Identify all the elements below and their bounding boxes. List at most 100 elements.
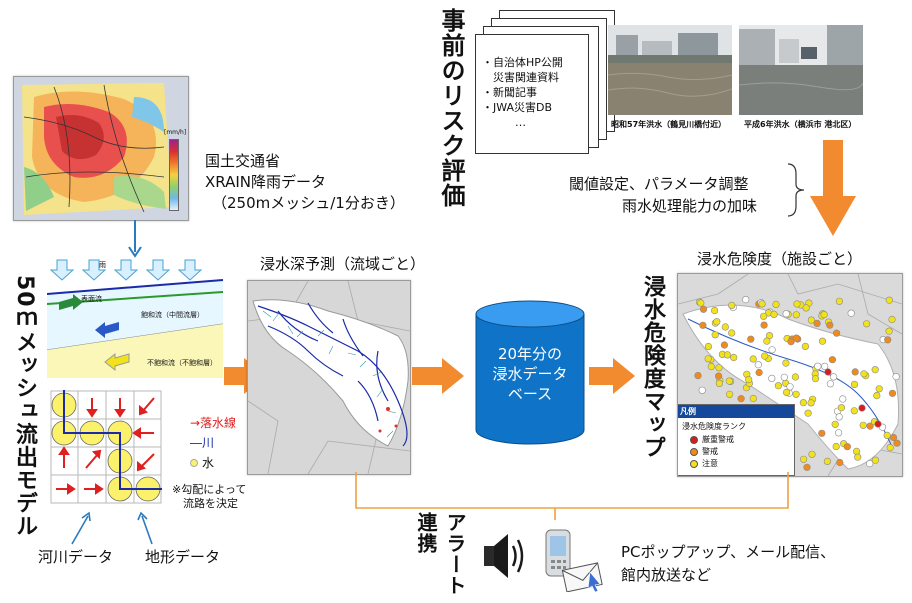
risk-legend: 凡例 浸水危険度ランク 厳重警戒 警戒 注意: [678, 404, 795, 476]
facility-dot: [813, 319, 821, 328]
facility-dot: [866, 460, 874, 468]
facility-dot: [699, 305, 708, 313]
facility-dot: [754, 361, 762, 369]
facility-dot: [791, 373, 799, 381]
facility-dot: [715, 379, 724, 387]
facility-dot: [823, 457, 831, 465]
facility-dot: [723, 351, 732, 359]
facility-dot: [801, 342, 809, 350]
flood-photo-2-caption: 平成6年洪水（横浜市 港北区）: [744, 120, 857, 129]
doc-item: …: [482, 116, 526, 129]
colorbar-unit: [mm/h]: [164, 129, 187, 136]
facility-dot: [768, 346, 776, 354]
facility-dot: [694, 371, 702, 380]
alert-connector-line: [355, 472, 789, 520]
facility-dot: [793, 300, 801, 308]
unsaturated-flow-label: 不飽和流（不飽和層）: [147, 359, 217, 367]
red-dot-icon: [690, 435, 698, 444]
facility-dot: [721, 323, 729, 331]
facility-dot: [831, 420, 839, 428]
facility-dot: [763, 337, 771, 345]
right-arrow-2: [412, 358, 464, 394]
facility-dot: [884, 336, 892, 344]
mesh-model-vertical-title: 50ｍメッシュ流出モデル: [12, 275, 37, 538]
doc-item: ・自治体HP公開: [482, 56, 563, 69]
facility-dot: [814, 362, 822, 370]
rank-label: 警戒: [702, 447, 718, 456]
facility-dot-severe: [824, 368, 832, 376]
facility-dot: [889, 433, 898, 442]
facility-dot: [715, 364, 723, 372]
facility-dot: [821, 362, 829, 370]
facility-dot: [851, 368, 859, 376]
river-data-label: 河川データ: [38, 548, 114, 566]
rank-label: 注意: [702, 459, 718, 468]
speaker-icon: [484, 534, 524, 578]
facility-dot: [888, 389, 897, 397]
flow-grid: [50, 390, 162, 506]
facility-dot: [786, 383, 794, 391]
legend-fall-line: →落水線: [190, 416, 237, 430]
facility-dot: [808, 450, 816, 458]
facility-dot: [835, 297, 843, 305]
doc-item: ・JWA災害DB: [482, 101, 553, 114]
facility-dot: [828, 356, 836, 364]
facility-dot: [725, 377, 733, 385]
risk-eval-vertical-title: 事前のリスク評価: [437, 8, 465, 208]
facility-dot: [863, 320, 871, 328]
facility-dot: [837, 404, 845, 412]
terrain-data-label: 地形データ: [145, 548, 221, 566]
facility-dot: [832, 442, 840, 451]
facility-dot: [871, 456, 879, 464]
xrain-rain-map: [mm/h]: [13, 76, 189, 221]
facility-dot: [860, 370, 868, 378]
alert-methods-line2: 館内放送など: [621, 566, 712, 584]
facility-dot: [707, 362, 715, 371]
facility-dot: [885, 296, 893, 304]
facility-dot: [737, 395, 745, 403]
facility-dot: [799, 455, 808, 463]
facility-dot: [807, 316, 815, 324]
facility-dot: [888, 315, 896, 324]
facility-dot: [713, 318, 721, 326]
facility-dot: [866, 422, 874, 430]
rain-arrows: [49, 259, 203, 281]
depth-forecast-map: [247, 280, 411, 475]
yellow-dot-icon: [690, 459, 698, 468]
facility-dot: [802, 304, 810, 312]
facility-dot: [728, 329, 736, 337]
facility-dot: [714, 372, 723, 380]
alert-vertical-title: アラート連携: [414, 512, 467, 596]
risk-dots-layer: [678, 274, 902, 476]
saturated-flow-label: 飽和流（中間流層）: [141, 311, 204, 319]
facility-dot: [826, 321, 834, 329]
rain-map-image: [14, 77, 188, 220]
facility-dot: [720, 341, 729, 349]
facility-dot: [782, 310, 790, 318]
facility-dot: [755, 368, 763, 377]
up-arrows-blue: [71, 511, 153, 545]
facility-dot: [850, 380, 859, 388]
facility-dot: [835, 429, 843, 437]
xrain-title-line2: XRAIN降雨データ: [205, 173, 326, 191]
facility-dot: [847, 309, 855, 317]
facility-dot: [830, 373, 838, 381]
facility-dot: [704, 355, 712, 363]
down-arrow-blue: [128, 220, 142, 258]
depth-forecast-title: 浸水深予測（流域ごと）: [260, 255, 426, 273]
facility-dot: [758, 300, 766, 308]
facility-dot: [818, 429, 826, 437]
facility-dot: [839, 395, 847, 403]
doc-item-list: ・自治体HP公開 災害関連資料 ・新聞記事 ・JWA災害DB …: [482, 55, 588, 130]
facility-dot: [782, 359, 790, 367]
facility-dot: [850, 407, 858, 415]
facility-dot: [697, 299, 705, 307]
facility-dot: [728, 301, 736, 310]
facility-dot: [826, 380, 834, 388]
xrain-title-line1: 国土交通省: [205, 152, 281, 170]
risk-map: 凡例 浸水危険度ランク 厳重警戒 警戒 注意: [677, 273, 903, 477]
facility-dot: [792, 390, 800, 398]
facility-dot: [761, 352, 769, 360]
facility-dot: [749, 394, 757, 403]
mobile-mail-icon: [545, 529, 603, 592]
